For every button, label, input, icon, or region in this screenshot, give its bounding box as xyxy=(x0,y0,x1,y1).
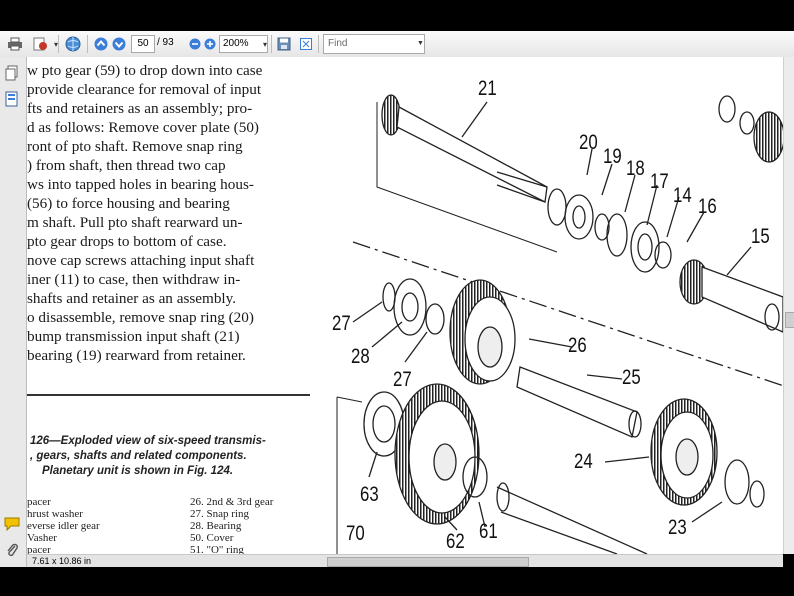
page-total: / 93 xyxy=(157,37,174,48)
body-line: ws into tapped holes in bearing hous- xyxy=(27,176,254,193)
callout-label: 27 xyxy=(393,368,412,391)
page-down-icon[interactable] xyxy=(110,35,128,53)
callout-label: 70 xyxy=(346,522,365,545)
globe-icon[interactable] xyxy=(64,35,82,53)
horizontal-scrollbar[interactable] xyxy=(27,554,783,568)
body-line: ront of pto shaft. Remove snap ring xyxy=(27,138,243,155)
callout-label: 62 xyxy=(446,530,465,553)
body-line: shafts and retainer as an assembly. xyxy=(27,290,237,307)
legend-item: hrust washer xyxy=(27,508,83,520)
body-line: o disassemble, remove snap ring (20) xyxy=(27,309,254,326)
find-dropdown-icon[interactable]: ▼ xyxy=(417,40,424,47)
scroll-thumb[interactable] xyxy=(785,312,794,328)
body-line: d as follows: Remove cover plate (50) xyxy=(27,119,259,136)
callout-label: 26 xyxy=(568,334,587,357)
caption-rule xyxy=(27,394,310,396)
legend-item: 27. Snap ring xyxy=(190,508,249,520)
comment-icon[interactable] xyxy=(4,517,20,536)
screen-top-border xyxy=(0,0,794,31)
document-view[interactable]: w pto gear (59) to drop down into case p… xyxy=(27,57,783,554)
pdf-toolbar: ▾ 50 / 93 200% ▾ Find ▼ xyxy=(0,31,794,58)
legend-item: 50. Cover xyxy=(190,532,234,544)
find-input[interactable]: Find xyxy=(323,34,425,54)
screen-bottom-border xyxy=(0,567,794,596)
legend-item: pacer xyxy=(27,544,51,554)
body-line: (56) to force housing and bearing xyxy=(27,195,230,212)
callout-label: 61 xyxy=(479,520,498,543)
body-line: bearing (19) rearward from retainer. xyxy=(27,347,246,364)
legend-item: everse idler gear xyxy=(27,520,100,532)
legend-item: 26. 2nd & 3rd gear xyxy=(190,496,274,508)
callout-label: 19 xyxy=(603,145,622,168)
toolbar-separator xyxy=(58,35,59,53)
callout-label: 18 xyxy=(626,157,645,180)
callout-label: 20 xyxy=(579,131,598,154)
callout-label: 21 xyxy=(478,77,497,100)
callout-label: 16 xyxy=(698,195,717,218)
body-line: nove cap screws attaching input shaft xyxy=(27,252,255,269)
callout-label: 17 xyxy=(650,170,669,193)
toolbar-separator xyxy=(87,35,88,53)
callout-label: 25 xyxy=(622,366,641,389)
body-line: w pto gear (59) to drop down into case xyxy=(27,62,263,79)
figure-caption-line: , gears, shafts and related components. xyxy=(30,450,247,462)
callout-label: 28 xyxy=(351,345,370,368)
body-line: provide clearance for removal of input xyxy=(27,81,262,98)
figure-caption-line: Planetary unit is shown in Fig. 124. xyxy=(42,465,234,477)
callout-label: 23 xyxy=(668,516,687,539)
print-icon[interactable] xyxy=(6,35,24,53)
callout-label: 14 xyxy=(673,184,692,207)
body-line: fts and retainers as an assembly; pro- xyxy=(27,100,253,117)
page-size-label: 7.61 x 10.86 in xyxy=(32,556,92,566)
toolbar-separator xyxy=(318,35,319,53)
share-dropdown-icon[interactable]: ▾ xyxy=(53,39,58,49)
legend-item: 51. "O" ring xyxy=(190,544,244,554)
attachment-icon[interactable] xyxy=(5,542,19,563)
legend-item: 28. Bearing xyxy=(190,520,242,532)
body-line: ) from shaft, then thread two cap xyxy=(27,157,226,174)
page-number-input[interactable]: 50 xyxy=(131,35,155,53)
callout-label: 63 xyxy=(360,483,379,506)
legend-item: pacer xyxy=(27,496,51,508)
callout-label: 15 xyxy=(751,225,770,248)
acrobat-share-icon[interactable] xyxy=(31,35,49,53)
vertical-scrollbar[interactable] xyxy=(783,57,794,554)
callout-label: 24 xyxy=(574,450,593,473)
callout-label: 27 xyxy=(332,312,351,335)
navigation-pane xyxy=(0,57,27,567)
fit-page-icon[interactable] xyxy=(297,35,315,53)
page-up-icon[interactable] xyxy=(92,35,110,53)
exploded-view-diagram xyxy=(336,94,783,554)
body-line: m shaft. Pull pto shaft rearward un- xyxy=(27,214,243,231)
zoom-dropdown-icon[interactable]: ▾ xyxy=(262,39,267,49)
body-line: pto gear drops to bottom of case. xyxy=(27,233,227,250)
legend-item: Vasher xyxy=(27,532,57,544)
body-line: bump transmission input shaft (21) xyxy=(27,328,240,345)
zoom-in-icon[interactable] xyxy=(201,35,219,53)
figure-caption-line: 126—Exploded view of six-speed transmis- xyxy=(30,435,266,447)
body-line: iner (11) to case, then withdraw in- xyxy=(27,271,241,288)
save-icon[interactable] xyxy=(275,35,293,53)
scroll-thumb[interactable] xyxy=(327,557,529,567)
toolbar-separator xyxy=(271,35,272,53)
pages-icon[interactable] xyxy=(5,65,19,86)
zoom-out-icon[interactable] xyxy=(186,35,204,53)
zoom-level-select[interactable]: 200% xyxy=(219,35,268,53)
bookmarks-icon[interactable] xyxy=(5,91,19,112)
